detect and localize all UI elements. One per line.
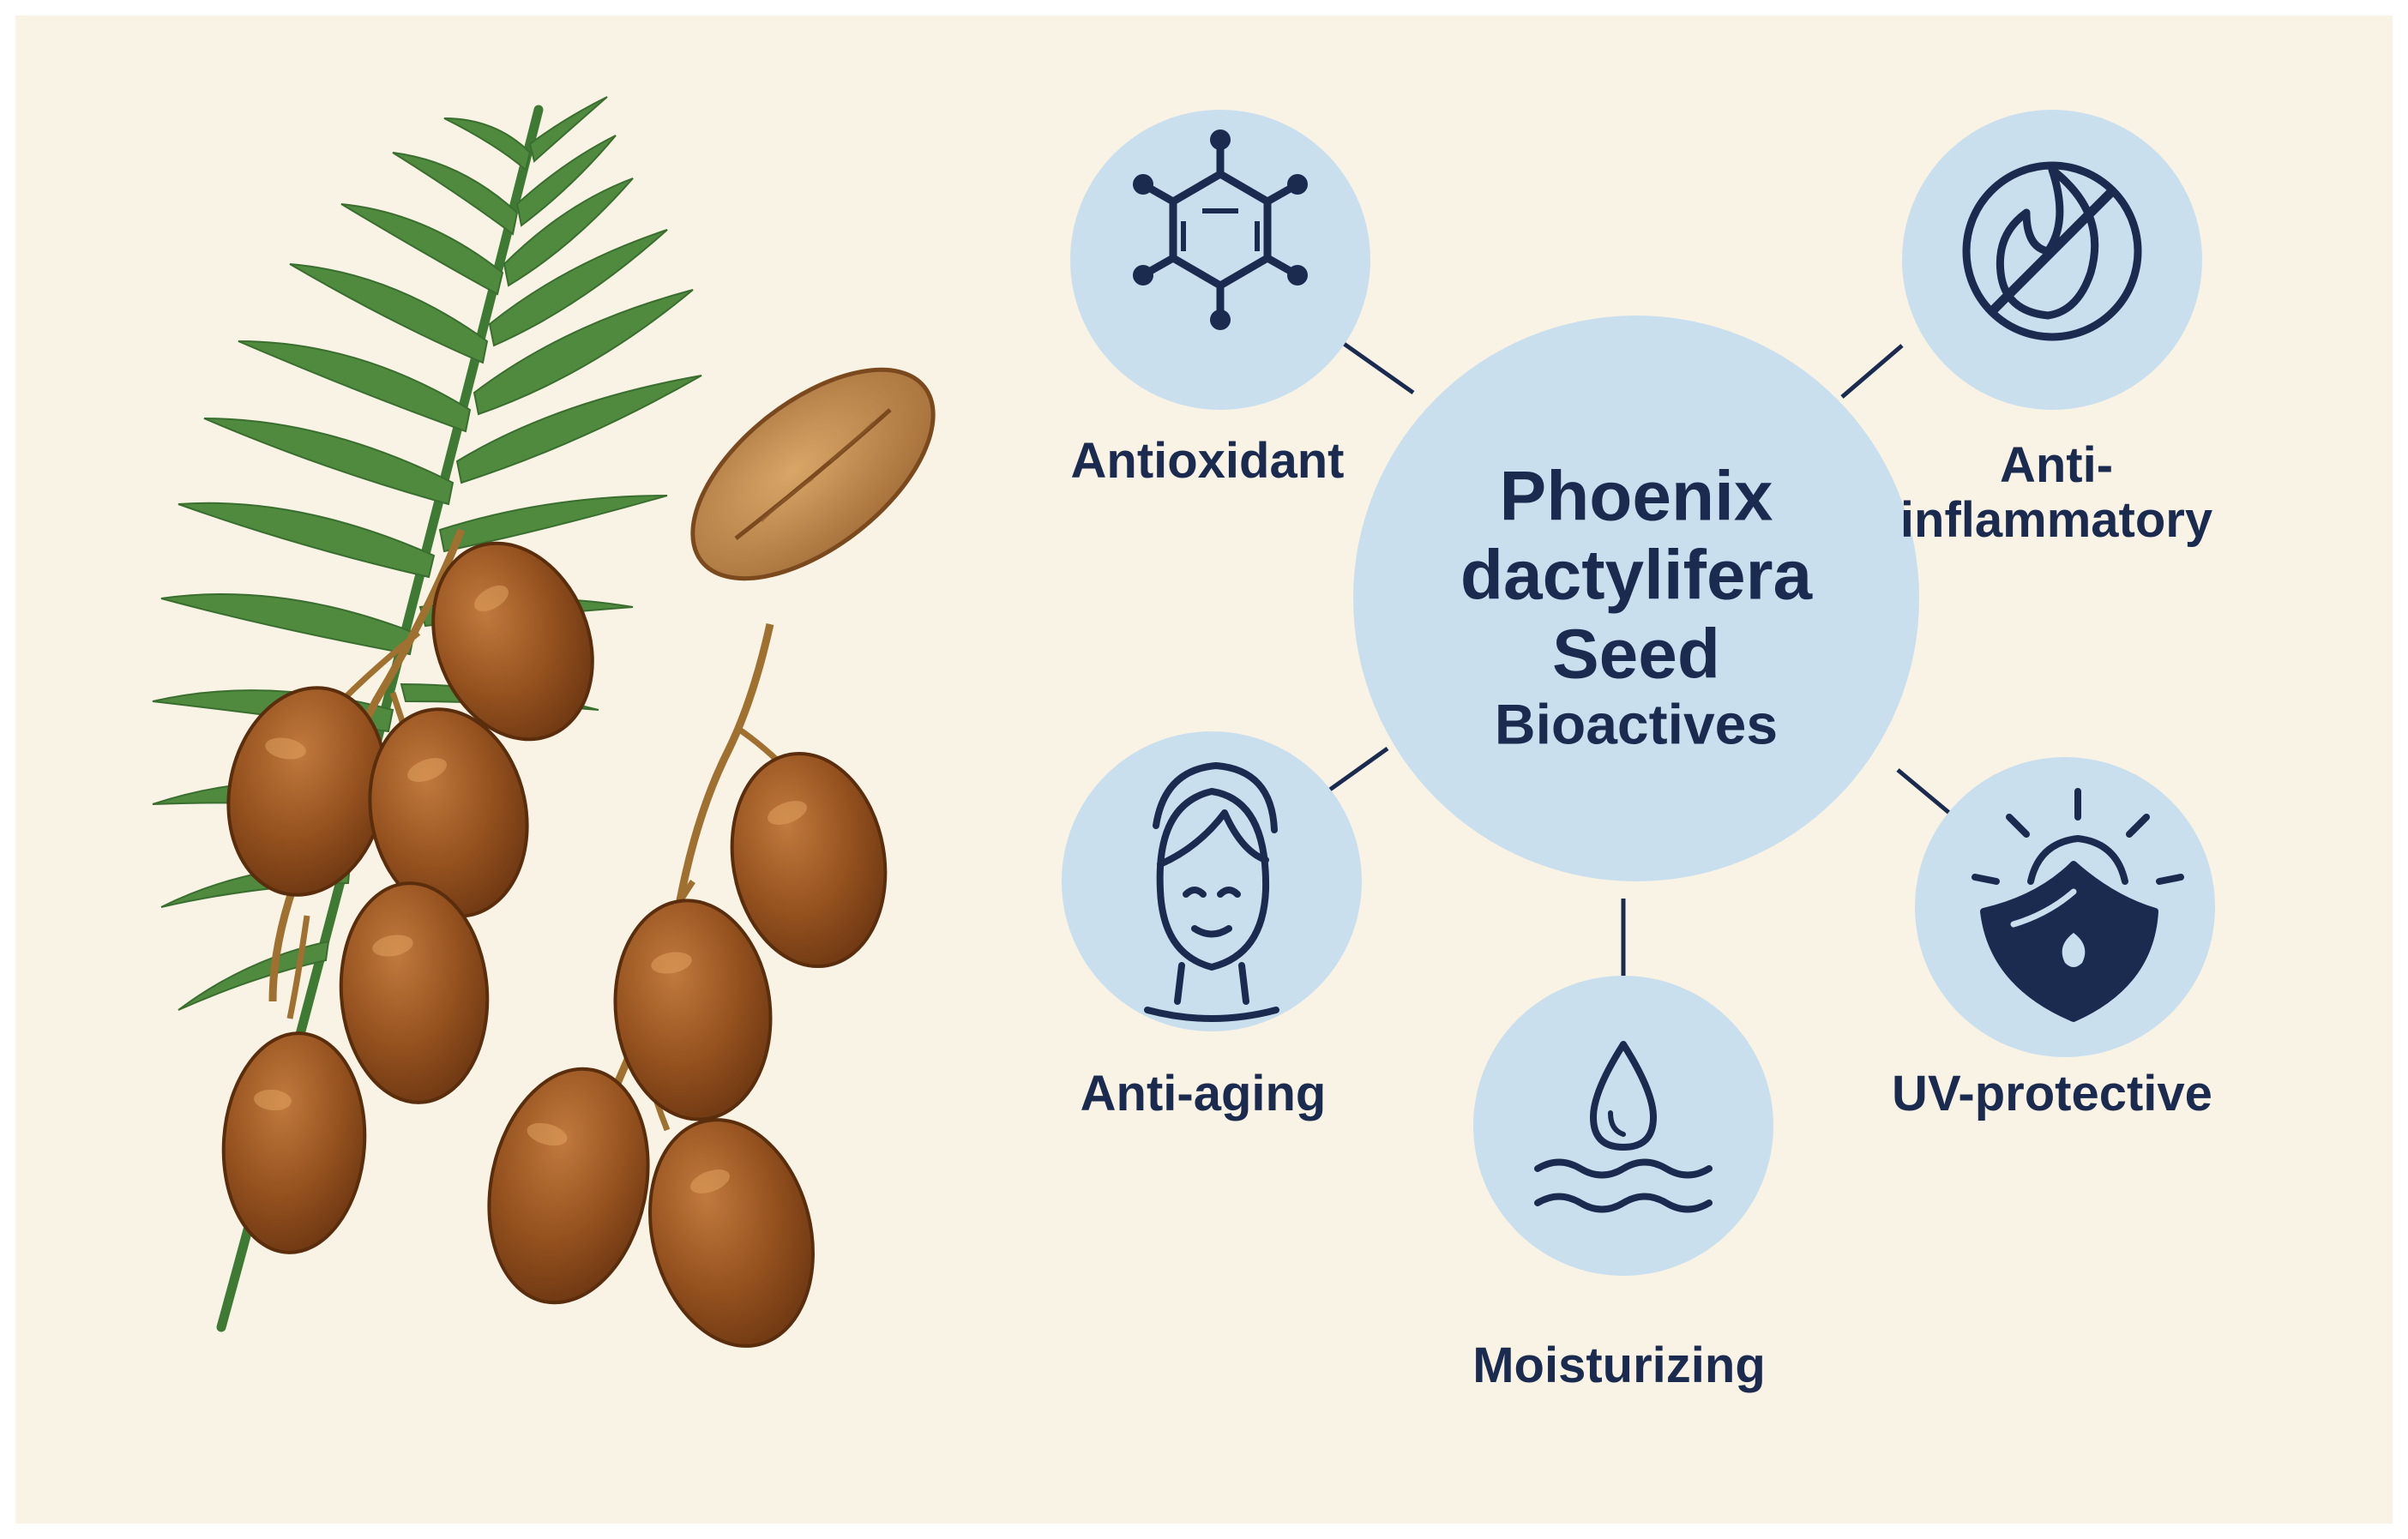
center-title-line2: dactylifera xyxy=(1460,536,1813,615)
antioxidant-label: Antioxidant xyxy=(1070,433,1345,490)
date-cluster-right xyxy=(487,623,888,1348)
anti-aging-label: Anti-aging xyxy=(1080,1066,1327,1122)
molecule-icon xyxy=(1133,129,1308,330)
sun-shield-icon xyxy=(1972,788,2184,1022)
diagram-artwork xyxy=(152,96,2215,1348)
anti-aging-circle xyxy=(1062,731,1362,1031)
anti-inflammatory-circle xyxy=(1902,110,2202,410)
anti-inflammatory-label: Anti- inflammatory xyxy=(1900,438,2212,548)
date-cluster-left xyxy=(221,528,594,1254)
center-title-line3: Seed xyxy=(1551,614,1720,693)
moisturizing-label: Moisturizing xyxy=(1472,1338,1766,1394)
face-icon xyxy=(1144,762,1279,1022)
center-title-line1: Phoenix xyxy=(1499,457,1773,536)
diagram-canvas: Phoenix dactylifera Seed Bioactives Anti… xyxy=(15,15,2393,1524)
anti-inflammatory-label-line1: Anti- xyxy=(1999,437,2114,494)
no-flame-icon xyxy=(1962,161,2142,341)
center-title-line4: Bioactives xyxy=(1494,692,1779,756)
anti-inflammatory-label-line2: inflammatory xyxy=(1899,492,2213,548)
connectors xyxy=(1326,339,1951,976)
uv-protective-label: UV-protective xyxy=(1892,1066,2212,1122)
moisturizing-circle xyxy=(1473,976,1773,1276)
water-drop-icon xyxy=(1534,1041,1713,1213)
center-circle xyxy=(1353,316,1919,881)
center-title: Phoenix dactylifera Seed Bioactives xyxy=(1460,457,1812,756)
date-seed xyxy=(690,367,936,581)
